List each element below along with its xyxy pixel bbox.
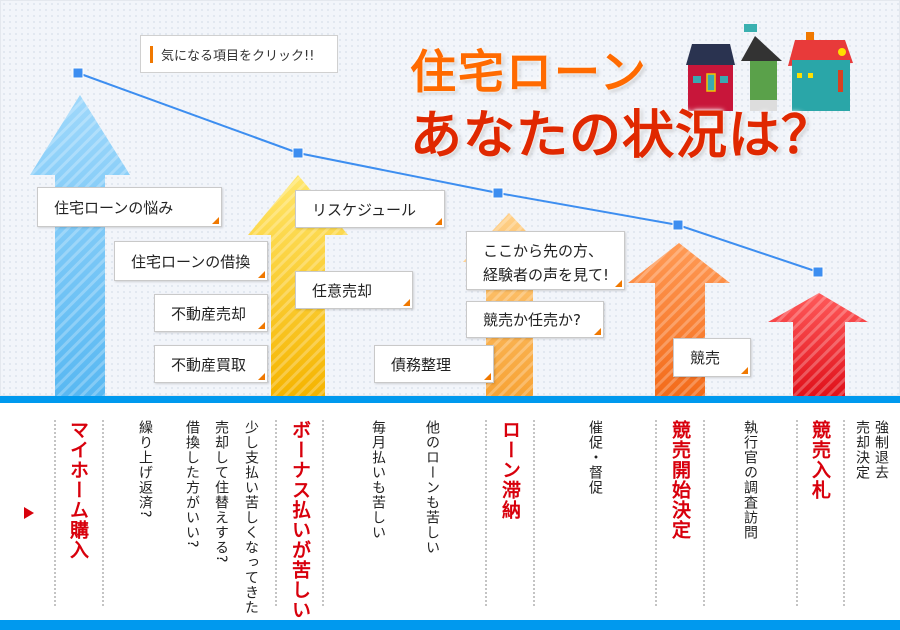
dotted-divider (796, 420, 798, 606)
dotted-divider (485, 420, 487, 606)
dotted-divider (54, 420, 56, 606)
title-line-1: 住宅ローン (410, 45, 648, 99)
dotted-divider (655, 420, 657, 606)
link-debt-consolidation[interactable]: 債務整理 (374, 345, 494, 383)
link-reschedule[interactable]: リスケジュール (295, 190, 445, 228)
divider-top (0, 396, 900, 403)
triangle-pointer-icon (24, 507, 34, 519)
situation-other-loans-hard: 他のローンも苦しい (424, 420, 440, 555)
trend-point (72, 67, 84, 79)
arrow-1 (30, 95, 130, 396)
situation-monthly-hard: 毎月払いも苦しい (370, 420, 386, 540)
trend-point (492, 187, 504, 199)
situation-refinance: 借換した方がいい? (184, 420, 200, 549)
situation-bailiff-visit: 執行官の調査訪問 (742, 420, 758, 540)
link-line-1: ここから先の方、 (483, 242, 604, 260)
link-auction[interactable]: 競売 (673, 338, 751, 377)
dotted-divider (322, 420, 324, 606)
situation-eviction: 強制退去 (873, 420, 889, 480)
link-real-estate-sale[interactable]: 不動産売却 (154, 294, 268, 332)
dotted-divider (102, 420, 104, 606)
situation-dunning: 催促・督促 (587, 420, 603, 495)
link-voluntary-sale[interactable]: 任意売却 (295, 271, 413, 309)
stage-loan-delinquency: ローン滞納 (499, 420, 521, 520)
trend-point (672, 219, 684, 231)
title-line-2: あなたの状況は？ (410, 106, 835, 166)
trend-point (292, 147, 304, 159)
click-hint: 気になる項目をクリック!! (140, 35, 338, 73)
situation-payment-hard: 少し支払い苦しくなってきた (243, 420, 259, 615)
houses-illustration (686, 24, 853, 111)
trend-point (812, 266, 824, 278)
link-experience-voices[interactable]: ここから先の方、経験者の声を見て! (466, 231, 625, 290)
stage-home-purchase: マイホーム購入 (67, 420, 89, 560)
link-line-2: 経験者の声を見て! (483, 266, 610, 284)
dotted-divider (703, 420, 705, 606)
dotted-divider (275, 420, 277, 606)
situation-sell-move: 売却して住替えする? (213, 420, 229, 564)
stage-auction-start: 競売開始決定 (669, 420, 691, 540)
link-auction-or-voluntary[interactable]: 競売か任売か? (466, 301, 604, 338)
link-loan-refinance[interactable]: 住宅ローンの借換 (114, 241, 268, 281)
situation-prepayment: 繰り上げ返済? (137, 420, 153, 519)
divider-bottom (0, 620, 900, 630)
stage-auction-bid: 競売入札 (809, 420, 831, 500)
dotted-divider (843, 420, 845, 606)
situation-sale-decision: 売却決定 (854, 420, 870, 480)
arrow-5 (768, 293, 868, 396)
link-loan-worries[interactable]: 住宅ローンの悩み (37, 187, 222, 227)
dotted-divider (533, 420, 535, 606)
stage-bonus-payment-hard: ボーナス払いが苦しい (289, 420, 311, 620)
link-real-estate-purchase[interactable]: 不動産買取 (154, 345, 268, 383)
